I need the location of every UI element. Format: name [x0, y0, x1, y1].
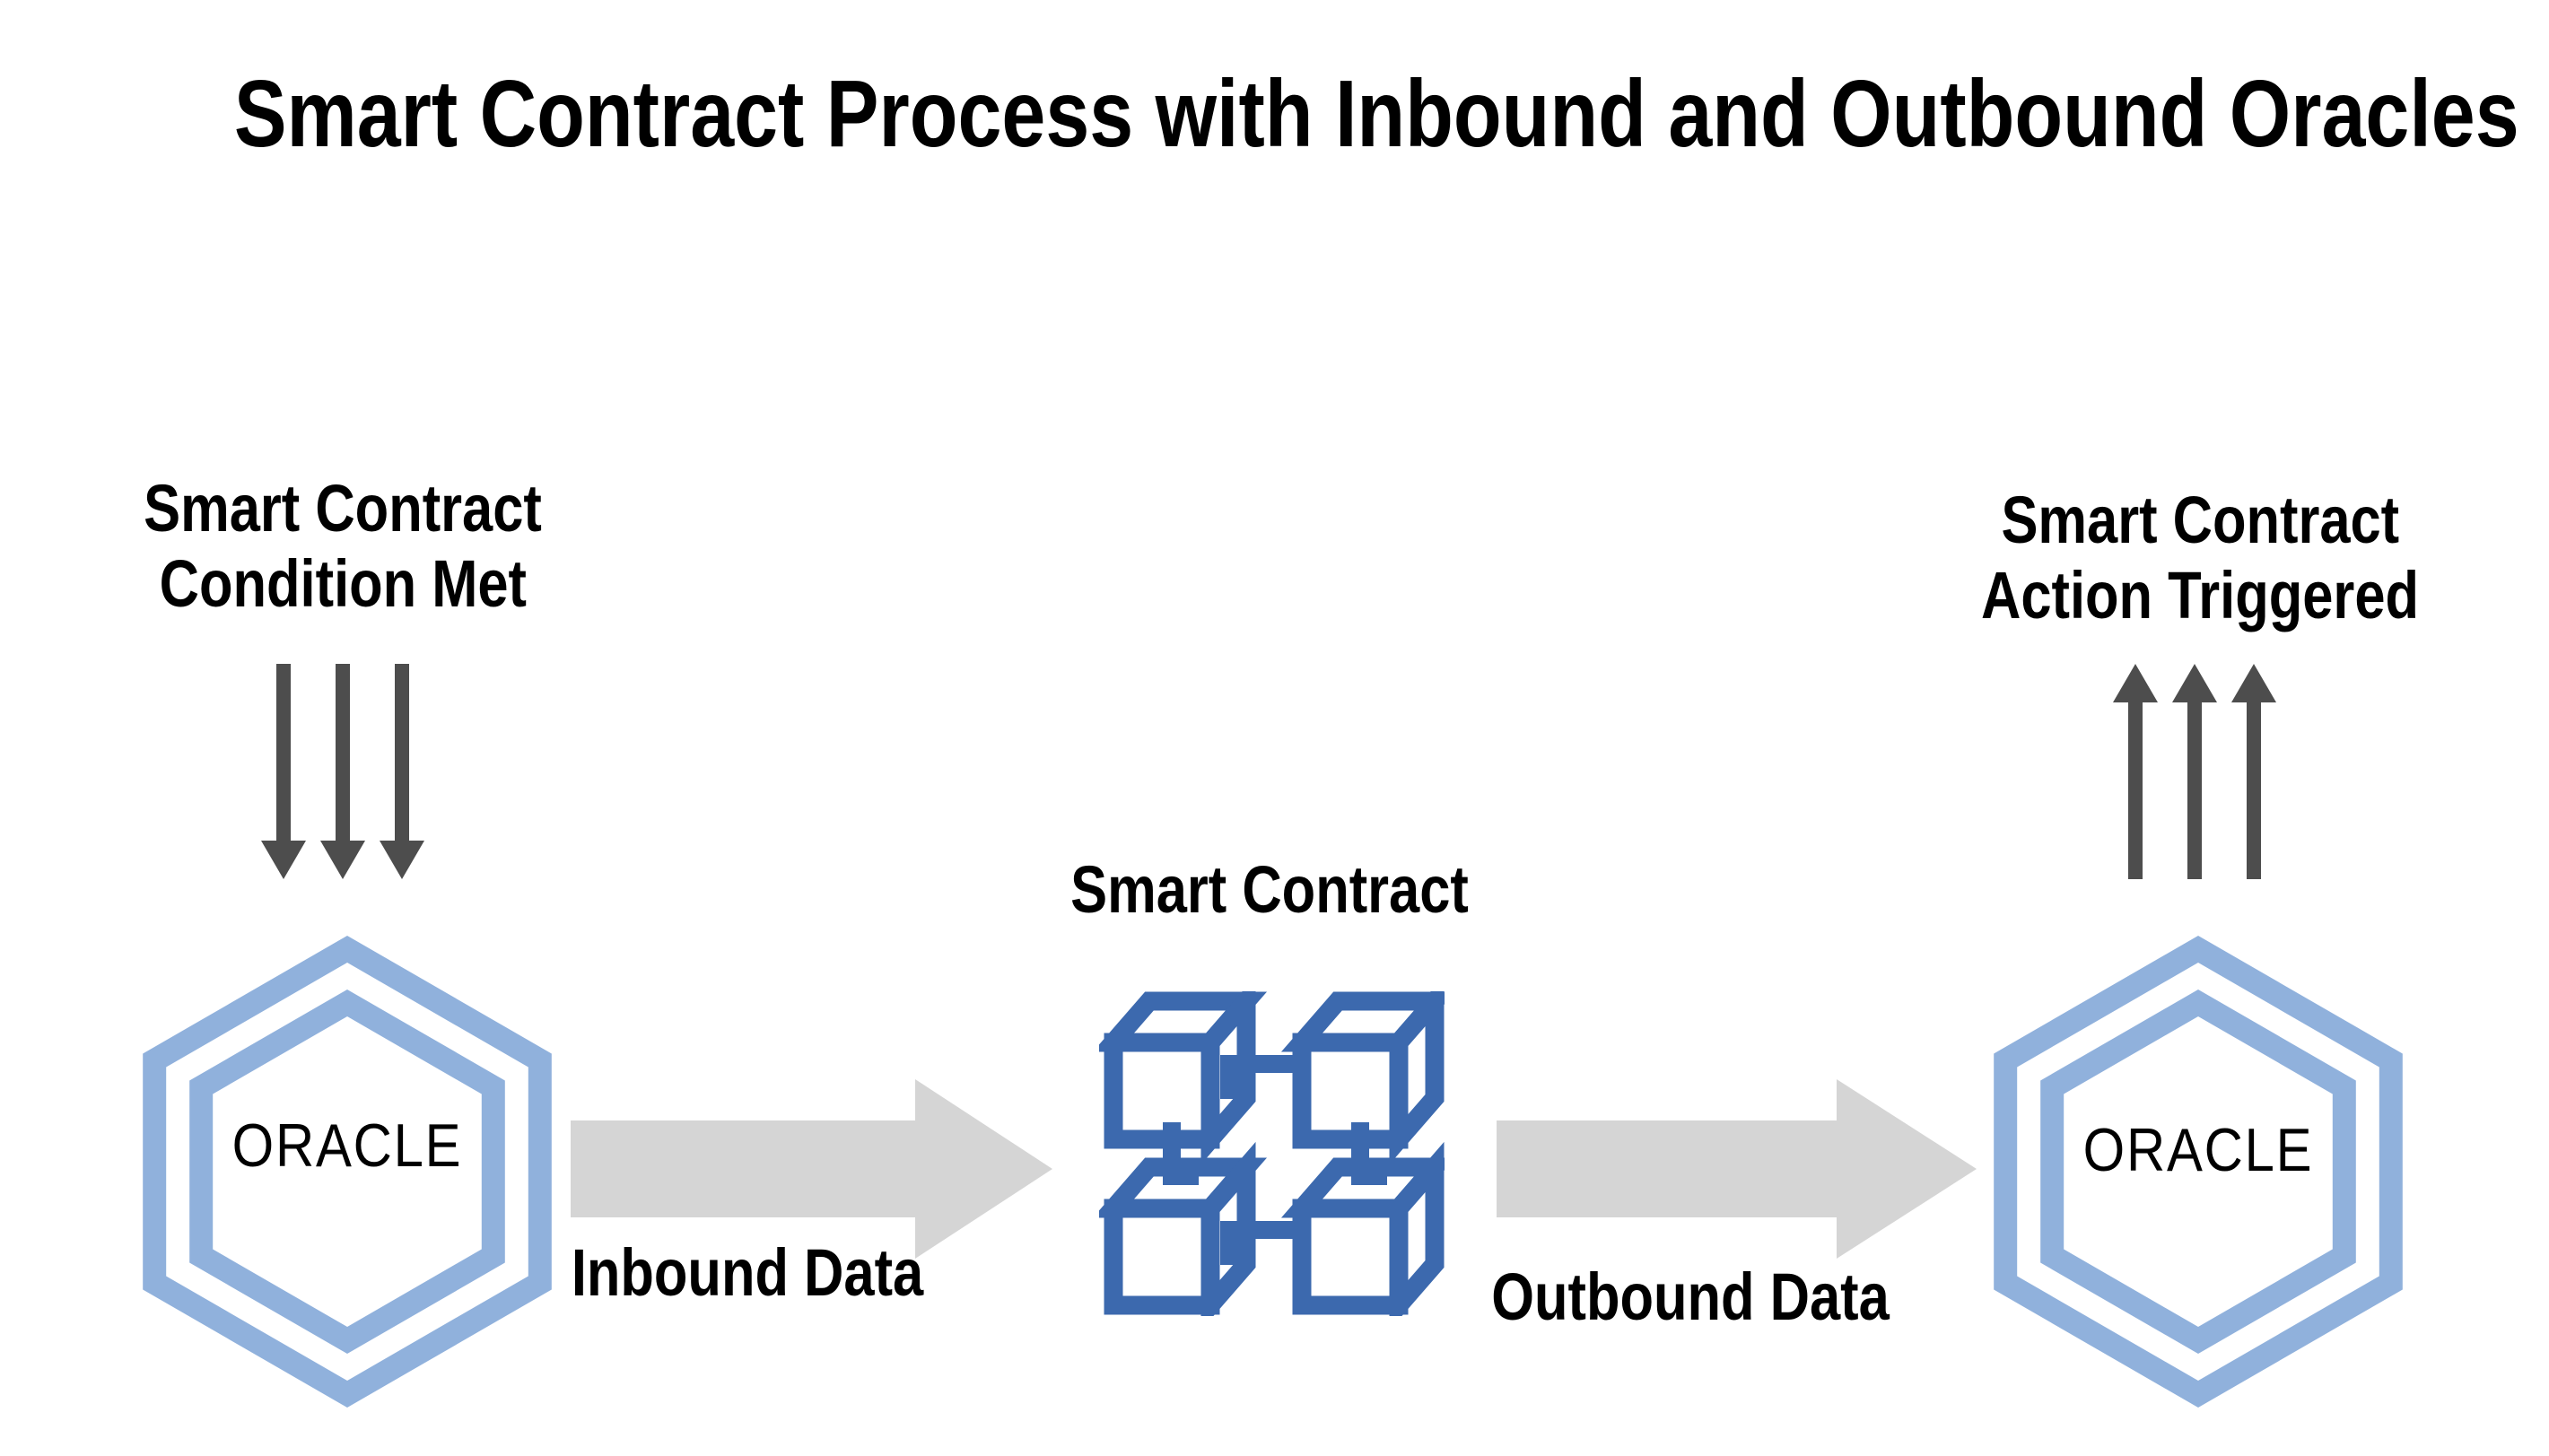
outbound-flow-arrow-icon	[1497, 1079, 1977, 1259]
inbound-oracle-label: ORACLE	[231, 1112, 463, 1180]
page-title-text: Smart Contract Process with Inbound and …	[233, 61, 2519, 167]
triple-up-arrows-icon	[2113, 664, 2276, 879]
smart-contract-label: Smart Contract	[1070, 852, 1469, 927]
inbound-flow-label: Inbound Data	[571, 1235, 924, 1310]
outbound-annotation: Smart Contract Action Triggered	[1936, 483, 2464, 633]
blockchain-cubes-icon	[1099, 991, 1445, 1316]
triple-down-arrows-icon	[261, 664, 424, 879]
page-title: Smart Contract Process with Inbound and …	[0, 57, 2549, 171]
inbound-flow-arrow-icon	[571, 1079, 1052, 1259]
outbound-flow-label: Outbound Data	[1491, 1260, 1890, 1334]
outbound-oracle-hexagon-icon	[1994, 935, 2403, 1408]
outbound-annotation-line2: Action Triggered	[1980, 558, 2420, 632]
inbound-annotation-line1: Smart Contract	[144, 471, 542, 545]
outbound-oracle-label: ORACLE	[2082, 1116, 2314, 1184]
inbound-annotation-line2: Condition Met	[159, 546, 527, 621]
outbound-annotation-line1: Smart Contract	[2001, 483, 2399, 557]
inbound-annotation: Smart Contract Condition Met	[103, 471, 583, 622]
inbound-oracle-hexagon-icon	[143, 935, 552, 1408]
